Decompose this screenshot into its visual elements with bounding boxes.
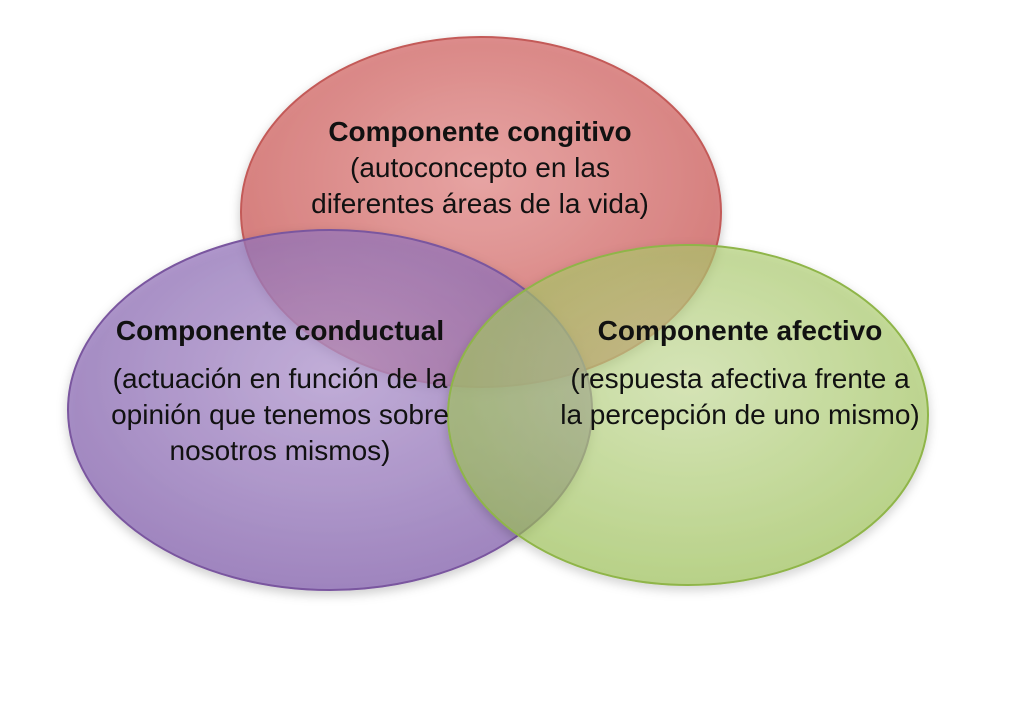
cognitive-component-description: (autoconcepto en las diferentes áreas de…: [311, 152, 649, 219]
cognitive-component-title: Componente congitivo: [328, 116, 632, 147]
cognitive-component-label: Componente congitivo (autoconcepto en la…: [300, 114, 660, 222]
behavioral-component-description: (actuación en función de la opinión que …: [111, 363, 449, 466]
behavioral-component-label: Componente conductual (actuación en func…: [100, 313, 460, 469]
circle-affective: [447, 244, 929, 586]
affective-component-title: Componente afectivo: [597, 315, 883, 346]
behavioral-component-title: Componente conductual: [115, 315, 445, 346]
affective-component-description: (respuesta afectiva frente a la percepci…: [560, 363, 920, 430]
affective-component-label: Componente afectivo (respuesta afectiva …: [560, 313, 920, 433]
